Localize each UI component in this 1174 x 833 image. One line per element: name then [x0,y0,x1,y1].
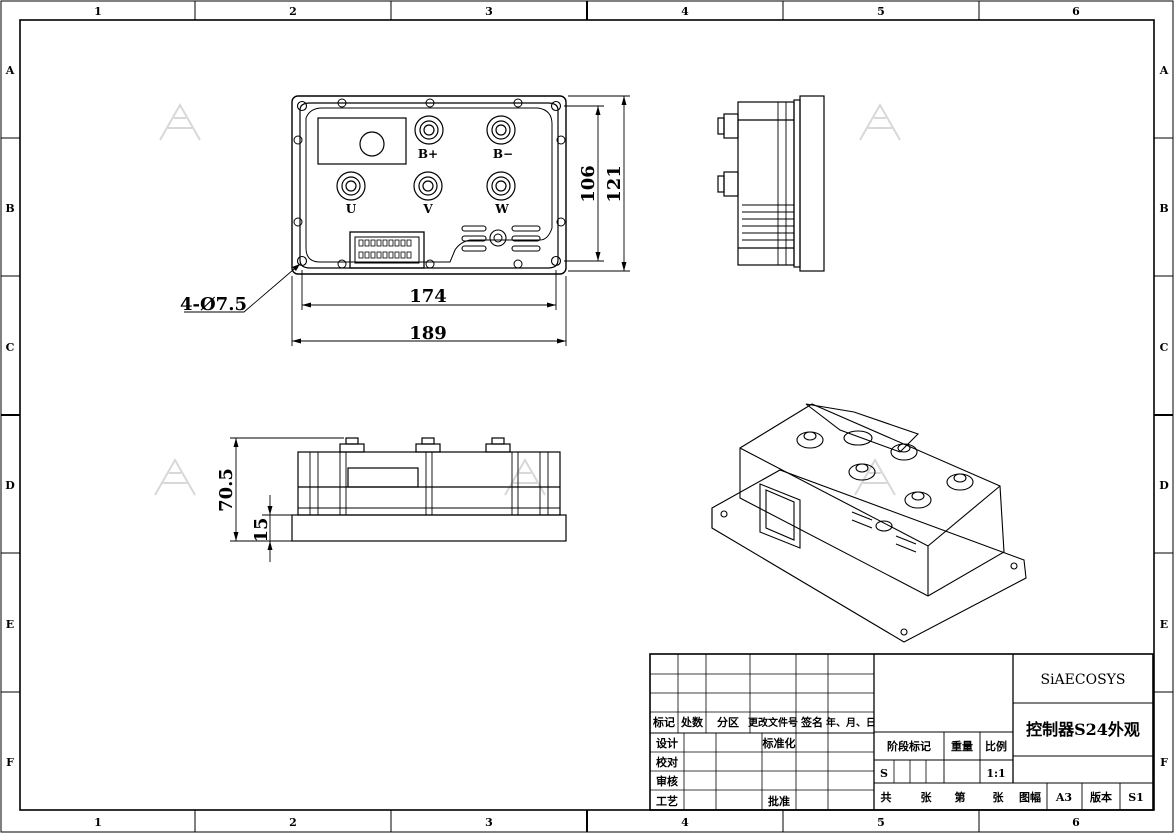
tb-stage-value: S [880,767,888,780]
col-label-bottom-4: 4 [681,816,689,829]
dim-height-outer: 121 [604,165,625,203]
dim-width-inner: 174 [409,286,447,307]
row-label-right-f: F [1160,756,1168,769]
mount-hole-bl [296,255,308,267]
terminal-studs [336,115,516,201]
tb-role-process: 工艺 [656,794,678,808]
row-label-left-b: B [5,202,14,215]
tb-approve: 批准 [768,794,790,808]
tb-format-label: 图幅 [1019,790,1041,804]
col-label-bottom-6: 6 [1072,816,1080,829]
isometric-view [711,403,1027,643]
row-label-right-e: E [1160,618,1168,631]
dim-side-height: 70.5 [216,468,237,512]
terminal-label-w: W [494,202,509,216]
col-label-bottom-1: 1 [94,816,102,829]
col-label-top-4: 4 [681,5,689,18]
terminal-label-b-plus: B+ [418,147,438,161]
tb-version-label: 版本 [1090,790,1112,804]
terminal-label-u: U [346,202,357,216]
tb-stage-mark: 阶段标记 [887,739,931,753]
mount-hole-tr [550,100,562,112]
dim-holes: 4-Ø7.5 [180,294,247,315]
dim-base-height: 15 [251,517,272,542]
dim-width-outer: 189 [409,323,447,344]
tb-role-check: 校对 [656,755,678,769]
row-label-right-c: C [1160,341,1169,354]
row-label-right-a: A [1159,64,1169,77]
tb-scale-value: 1:1 [986,767,1005,780]
tb-drawing-title: 控制器S24外观 [1026,720,1140,739]
col-label-bottom-3: 3 [485,816,493,829]
row-label-left-c: C [6,341,15,354]
col-label-top-2: 2 [289,5,297,18]
col-label-top-1: 1 [94,5,102,18]
signal-connector [349,231,425,269]
front-view-dimension-lines [230,437,344,562]
tb-header-date: 年、月、日 [826,716,876,729]
tb-company: SiAECOSYS [1040,672,1125,688]
inner-frame [19,19,1155,811]
terminal-label-b-minus: B− [493,147,513,161]
top-view-dimension-lines [184,95,630,346]
tb-scale-label: 比例 [985,739,1007,753]
title-block [649,653,1154,811]
col-label-bottom-5: 5 [877,816,885,829]
watermark-logo-icons [154,102,901,496]
tb-sheet-unit-2: 张 [993,790,1005,804]
tb-role-review: 审核 [656,774,678,788]
tb-page-label: 第 [955,790,966,804]
row-label-right-d: D [1159,479,1169,492]
col-label-bottom-2: 2 [289,816,297,829]
tb-format-value: A3 [1055,791,1072,804]
col-label-top-5: 5 [877,5,885,18]
row-label-left-e: E [6,618,14,631]
tb-header-count: 处数 [680,715,704,729]
tb-header-change-doc: 更改文件号 [748,716,798,729]
tb-weight: 重量 [951,739,973,753]
top-view [291,95,567,275]
mount-hole-br [550,255,562,267]
terminal-label-v: V [422,202,433,216]
row-label-left-a: A [5,64,15,77]
tb-standardization: 标准化 [762,736,796,750]
front-view [291,437,567,542]
tb-header-zone: 分区 [717,715,739,729]
right-side-view [717,95,825,272]
col-label-top-3: 3 [485,5,493,18]
tb-header-mark: 标记 [652,715,675,729]
tb-total-label: 共 [881,790,892,804]
row-label-left-f: F [6,756,14,769]
mount-hole-tl [296,100,308,112]
tb-header-signature: 签名 [800,715,823,729]
tb-version-value: S1 [1128,791,1144,804]
dim-height-inner: 106 [578,165,599,203]
row-label-right-b: B [1159,202,1168,215]
col-label-top-6: 6 [1072,5,1080,18]
tb-role-design: 设计 [656,736,678,750]
gear-logo-icon [489,229,507,247]
row-label-left-d: D [5,479,15,492]
tb-sheet-unit-1: 张 [921,790,933,804]
